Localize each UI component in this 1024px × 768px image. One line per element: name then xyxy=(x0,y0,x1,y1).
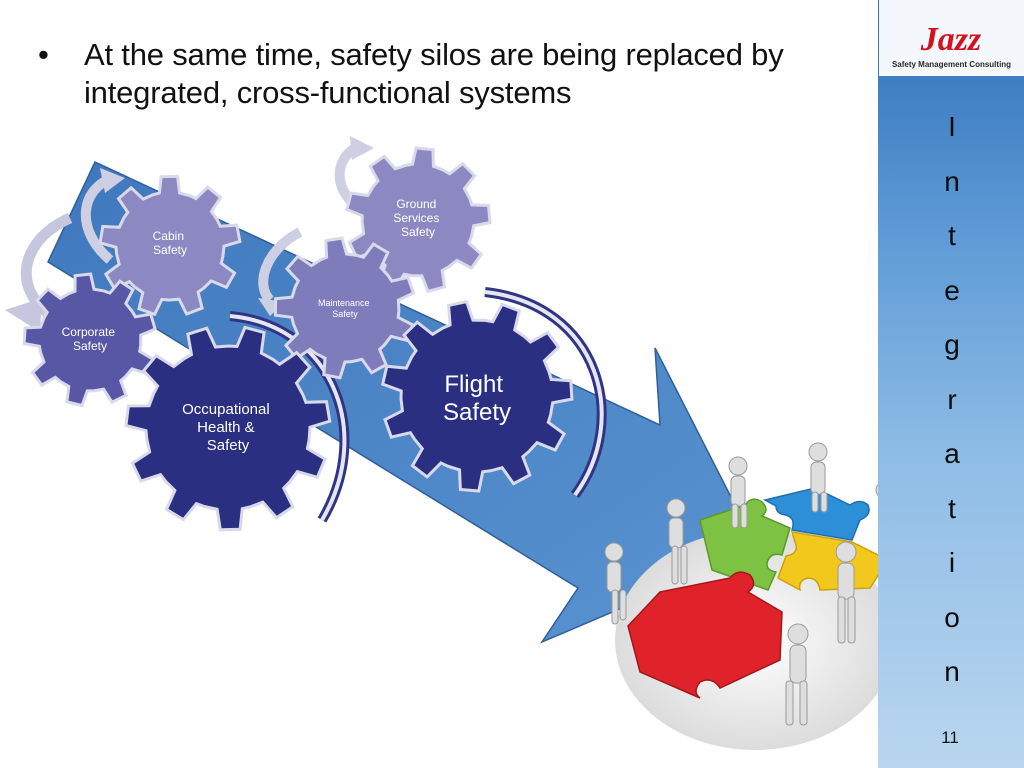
gear-label-maintenance: Maintenance Safety xyxy=(318,298,372,319)
vertical-letter: t xyxy=(948,492,956,524)
gear-body xyxy=(124,325,332,532)
vertical-letter: n xyxy=(944,656,960,687)
sidebar xyxy=(878,0,1024,768)
gear-label-flight: Flight Safety xyxy=(443,371,511,426)
figure-front-center xyxy=(785,623,809,726)
bullet-text: At the same time, safety silos are being… xyxy=(84,37,784,110)
swirl-arrow-flight-inner xyxy=(484,290,604,497)
gear-label-cabin: Cabin Safety xyxy=(153,229,188,257)
gear-body xyxy=(98,174,242,317)
vertical-letter: a xyxy=(944,438,960,469)
gear-label-corporate: Corporate Safety xyxy=(62,325,119,353)
vertical-letter: I xyxy=(948,111,956,142)
logo: Jazz Safety Management Consulting xyxy=(879,0,1024,76)
swirl-arrow-cabin-head xyxy=(100,168,125,193)
bullet-marker: • xyxy=(38,37,49,72)
gear-label-occupational-health: Occupational Health & Safety xyxy=(182,401,274,454)
swirl-arrow-cabin xyxy=(80,173,115,264)
figure-back-center xyxy=(728,456,748,529)
gear-label-ground-services: Ground Services Safety xyxy=(393,197,442,239)
gear-body xyxy=(22,272,157,408)
gear-body xyxy=(273,236,416,380)
swirl-arrow-left-head xyxy=(5,298,42,332)
swirl-arrow-ground-head xyxy=(350,136,374,160)
page-number: 11 xyxy=(941,728,959,747)
vertical-letter: i xyxy=(948,547,956,578)
swirl-arrow-maintenance xyxy=(258,227,303,304)
bullet-point: • At the same time, safety silos are bei… xyxy=(38,36,858,112)
vertical-letter: n xyxy=(944,165,960,197)
logo-mark: Jazz xyxy=(920,21,982,58)
puzzle-piece-blue xyxy=(762,487,870,541)
figure-back-left xyxy=(666,498,688,585)
gear-corporate: Corporate Safety xyxy=(22,272,157,408)
logo-tagline: Safety Management Consulting xyxy=(891,60,1012,69)
gear-maintenance: Maintenance Safety xyxy=(273,236,416,380)
figure-right xyxy=(875,483,878,497)
vertical-letter: g xyxy=(944,329,960,360)
vertical-letter: r xyxy=(947,383,957,415)
gear-flight: Flight Safety xyxy=(380,299,574,493)
vertical-word: I n t e g r a t i o n xyxy=(925,100,979,700)
figure-back-right xyxy=(808,442,828,513)
gear-cabin: Cabin Safety xyxy=(98,174,242,317)
gear-body xyxy=(380,299,574,493)
vertical-letter: e xyxy=(944,274,960,306)
integration-diagram: Cabin Safety Corporate Safety Ground Ser… xyxy=(5,136,878,750)
logo-brand: Jazz xyxy=(920,21,982,58)
puzzle-piece-green xyxy=(699,498,791,591)
figure-left xyxy=(604,542,627,625)
puzzle-piece-red xyxy=(627,571,783,699)
figure-front-right xyxy=(835,541,857,644)
gear-occupational-health: Occupational Health & Safety xyxy=(124,325,332,532)
vertical-letter: t xyxy=(948,220,956,251)
vertical-letter: o xyxy=(944,601,960,633)
puzzle-illustration xyxy=(604,442,878,750)
swirl-arrow-occupational-inner xyxy=(229,314,347,522)
